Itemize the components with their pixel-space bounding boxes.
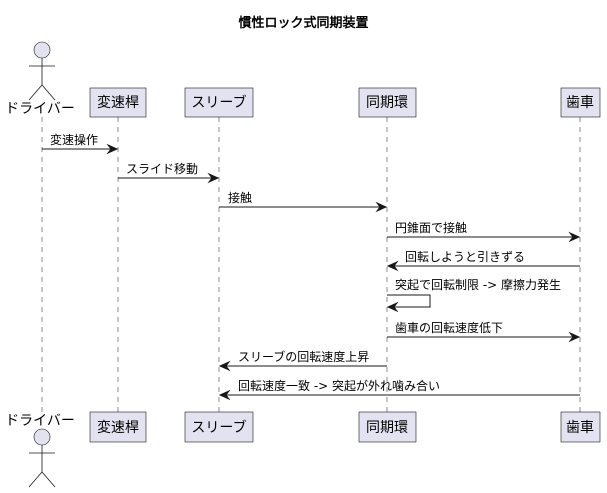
arrowhead-icon xyxy=(375,201,388,213)
participant-label-lever-top: 変速桿 xyxy=(97,94,139,111)
arrowhead-icon xyxy=(218,360,231,372)
message-label-7: 歯車の回転速度低下 xyxy=(395,320,503,335)
message-label-2: スライド移動 xyxy=(126,162,198,176)
message-9: 回転速度一致 -> 突起が外れ噛み合い xyxy=(218,378,580,401)
participant-ring-top: 同期環 xyxy=(358,87,417,118)
arrowhead-icon xyxy=(386,260,399,272)
arrowhead-icon xyxy=(106,143,119,155)
arrowhead-icon xyxy=(568,331,581,343)
message-label-6: 突起で回転制限 -> 摩擦力発生 xyxy=(395,277,561,292)
message-4: 円錐面で接触 xyxy=(387,220,581,243)
diagram-title: 慣性ロック式同期装置 xyxy=(238,15,368,31)
actor-label-driver-top: ドライバー xyxy=(5,101,75,117)
participant-sleeve-bottom: スリーブ xyxy=(184,411,254,443)
participant-label-gear-top: 歯車 xyxy=(566,94,594,111)
participant-lever-top: 変速桿 xyxy=(89,87,147,118)
participant-label-gear-bottom: 歯車 xyxy=(566,419,594,436)
arrowhead-icon xyxy=(207,172,220,184)
actor-driver-bottom: ドライバー xyxy=(5,413,75,488)
participant-label-ring-bottom: 同期環 xyxy=(366,420,408,436)
message-label-9: 回転速度一致 -> 突起が外れ噛み合い xyxy=(238,378,440,393)
participant-ring-bottom: 同期環 xyxy=(358,411,417,443)
actor-figure-icon xyxy=(28,41,56,101)
arrowhead-icon xyxy=(218,389,231,401)
message-label-4: 円錐面で接触 xyxy=(395,220,467,235)
participant-label-sleeve-top: スリーブ xyxy=(191,94,246,111)
message-2: スライド移動 xyxy=(118,162,220,184)
participant-label-sleeve-bottom: スリーブ xyxy=(191,419,246,436)
actor-figure-icon xyxy=(28,428,56,488)
participant-label-lever-bottom: 変速桿 xyxy=(97,419,139,436)
message-7: 歯車の回転速度低下 xyxy=(387,320,581,343)
participant-gear-bottom: 歯車 xyxy=(560,411,601,443)
message-label-1: 変速操作 xyxy=(50,132,98,147)
actor-label-driver-bottom: ドライバー xyxy=(5,413,75,429)
message-label-8: スリーブの回転速度上昇 xyxy=(238,349,369,364)
participant-sleeve-top: スリーブ xyxy=(184,87,254,118)
participant-gear-top: 歯車 xyxy=(560,87,601,118)
lifelines xyxy=(41,117,581,412)
message-label-3: 接触 xyxy=(228,190,252,205)
message-1: 変速操作 xyxy=(42,132,119,155)
message-3: 接触 xyxy=(219,190,388,213)
message-label-5: 回転しようと引きずる xyxy=(405,250,525,264)
participant-label-ring-top: 同期環 xyxy=(366,95,408,111)
participant-lever-bottom: 変速桿 xyxy=(89,411,147,443)
message-6: 突起で回転制限 -> 摩擦力発生 xyxy=(386,277,561,313)
arrowhead-icon xyxy=(568,231,581,243)
actor-driver-top: ドライバー xyxy=(5,41,75,117)
arrowhead-icon xyxy=(386,301,399,313)
message-5: 回転しようと引きずる xyxy=(386,250,580,272)
message-8: スリーブの回転速度上昇 xyxy=(218,349,387,372)
